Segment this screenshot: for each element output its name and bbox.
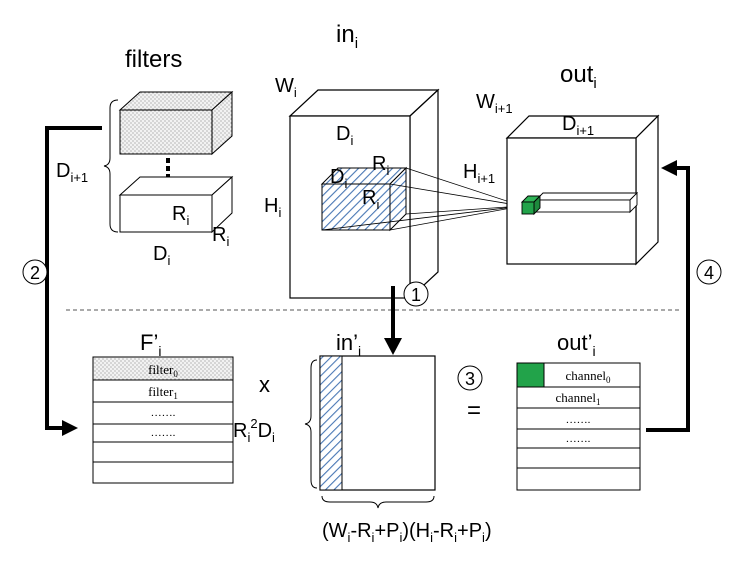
channel-row-0: channel0 (566, 368, 611, 385)
input-matrix-left-brace (304, 359, 318, 489)
step4-arrowhead (661, 160, 677, 176)
step2-arrowhead (62, 420, 78, 436)
output-width-label: Wi+1 (476, 91, 513, 116)
input-width-label: Wi (275, 75, 297, 100)
output-height-label: Hi+1 (463, 161, 495, 186)
patch-r-side-label: Ri (362, 187, 379, 212)
output-matrix-title: out’i (557, 330, 596, 359)
matrix-rows-label: Ri2Di (233, 416, 275, 445)
input-matrix-title: in’i (336, 330, 361, 359)
input-depth-label: Di (336, 123, 353, 148)
output-channel-bar (534, 191, 639, 214)
filter-matrix-title: F’i (140, 330, 161, 359)
output-element-green (520, 194, 542, 216)
step3-circle (457, 365, 483, 391)
multiply-operator: x (259, 372, 270, 397)
filters-title: filters (125, 46, 182, 73)
filter-row-3: ……. (151, 427, 176, 439)
input-title: ini (336, 21, 358, 52)
filter-box-top (118, 90, 234, 156)
step2-number: 2 (30, 263, 40, 283)
channel-row-2: ……. (566, 414, 591, 426)
channel-row-3: ……. (566, 433, 591, 445)
filter-matrix (92, 356, 234, 484)
step4-arrow-path (646, 166, 690, 432)
step4-circle (696, 259, 722, 285)
filter-box-bottom (118, 175, 234, 234)
input-matrix-cols-label: (Wi-Ri+Pi)(Hi-Ri+Pi) (322, 520, 492, 545)
output-depth-label: Di+1 (562, 113, 594, 138)
input-height-label: Hi (264, 195, 281, 220)
patch-depth-label: Di (330, 166, 347, 191)
filter-d-label: Di (153, 243, 170, 268)
filter-row-0: filter0 (148, 362, 178, 379)
step1-number: 1 (411, 285, 421, 305)
output-cube (505, 114, 660, 266)
input-matrix-bottom-brace (321, 495, 435, 509)
equals-operator: = (467, 397, 481, 424)
filters-brace (103, 99, 119, 233)
input-matrix-hatched-column (319, 355, 343, 491)
step2-arrow-path (45, 126, 102, 430)
step2-circle (22, 259, 48, 285)
filter-r-side-label: Ri (212, 224, 229, 249)
output-title: outi (560, 61, 597, 92)
input-patch (320, 166, 408, 232)
filter-row-2: ……. (151, 407, 176, 419)
channel-row-1: channel1 (556, 390, 601, 407)
step3-number: 3 (465, 369, 475, 389)
step4-number: 4 (704, 263, 714, 283)
projection-lines (321, 167, 523, 231)
filter-r-label: Ri (172, 203, 189, 228)
filters-count-label: Di+1 (56, 160, 88, 185)
filter-row-1: filter1 (148, 384, 178, 401)
step1-circle (403, 281, 429, 307)
step1-arrowhead (384, 338, 402, 355)
output-matrix-green-cell (516, 362, 545, 388)
patch-r-top-label: Ri (372, 153, 389, 178)
